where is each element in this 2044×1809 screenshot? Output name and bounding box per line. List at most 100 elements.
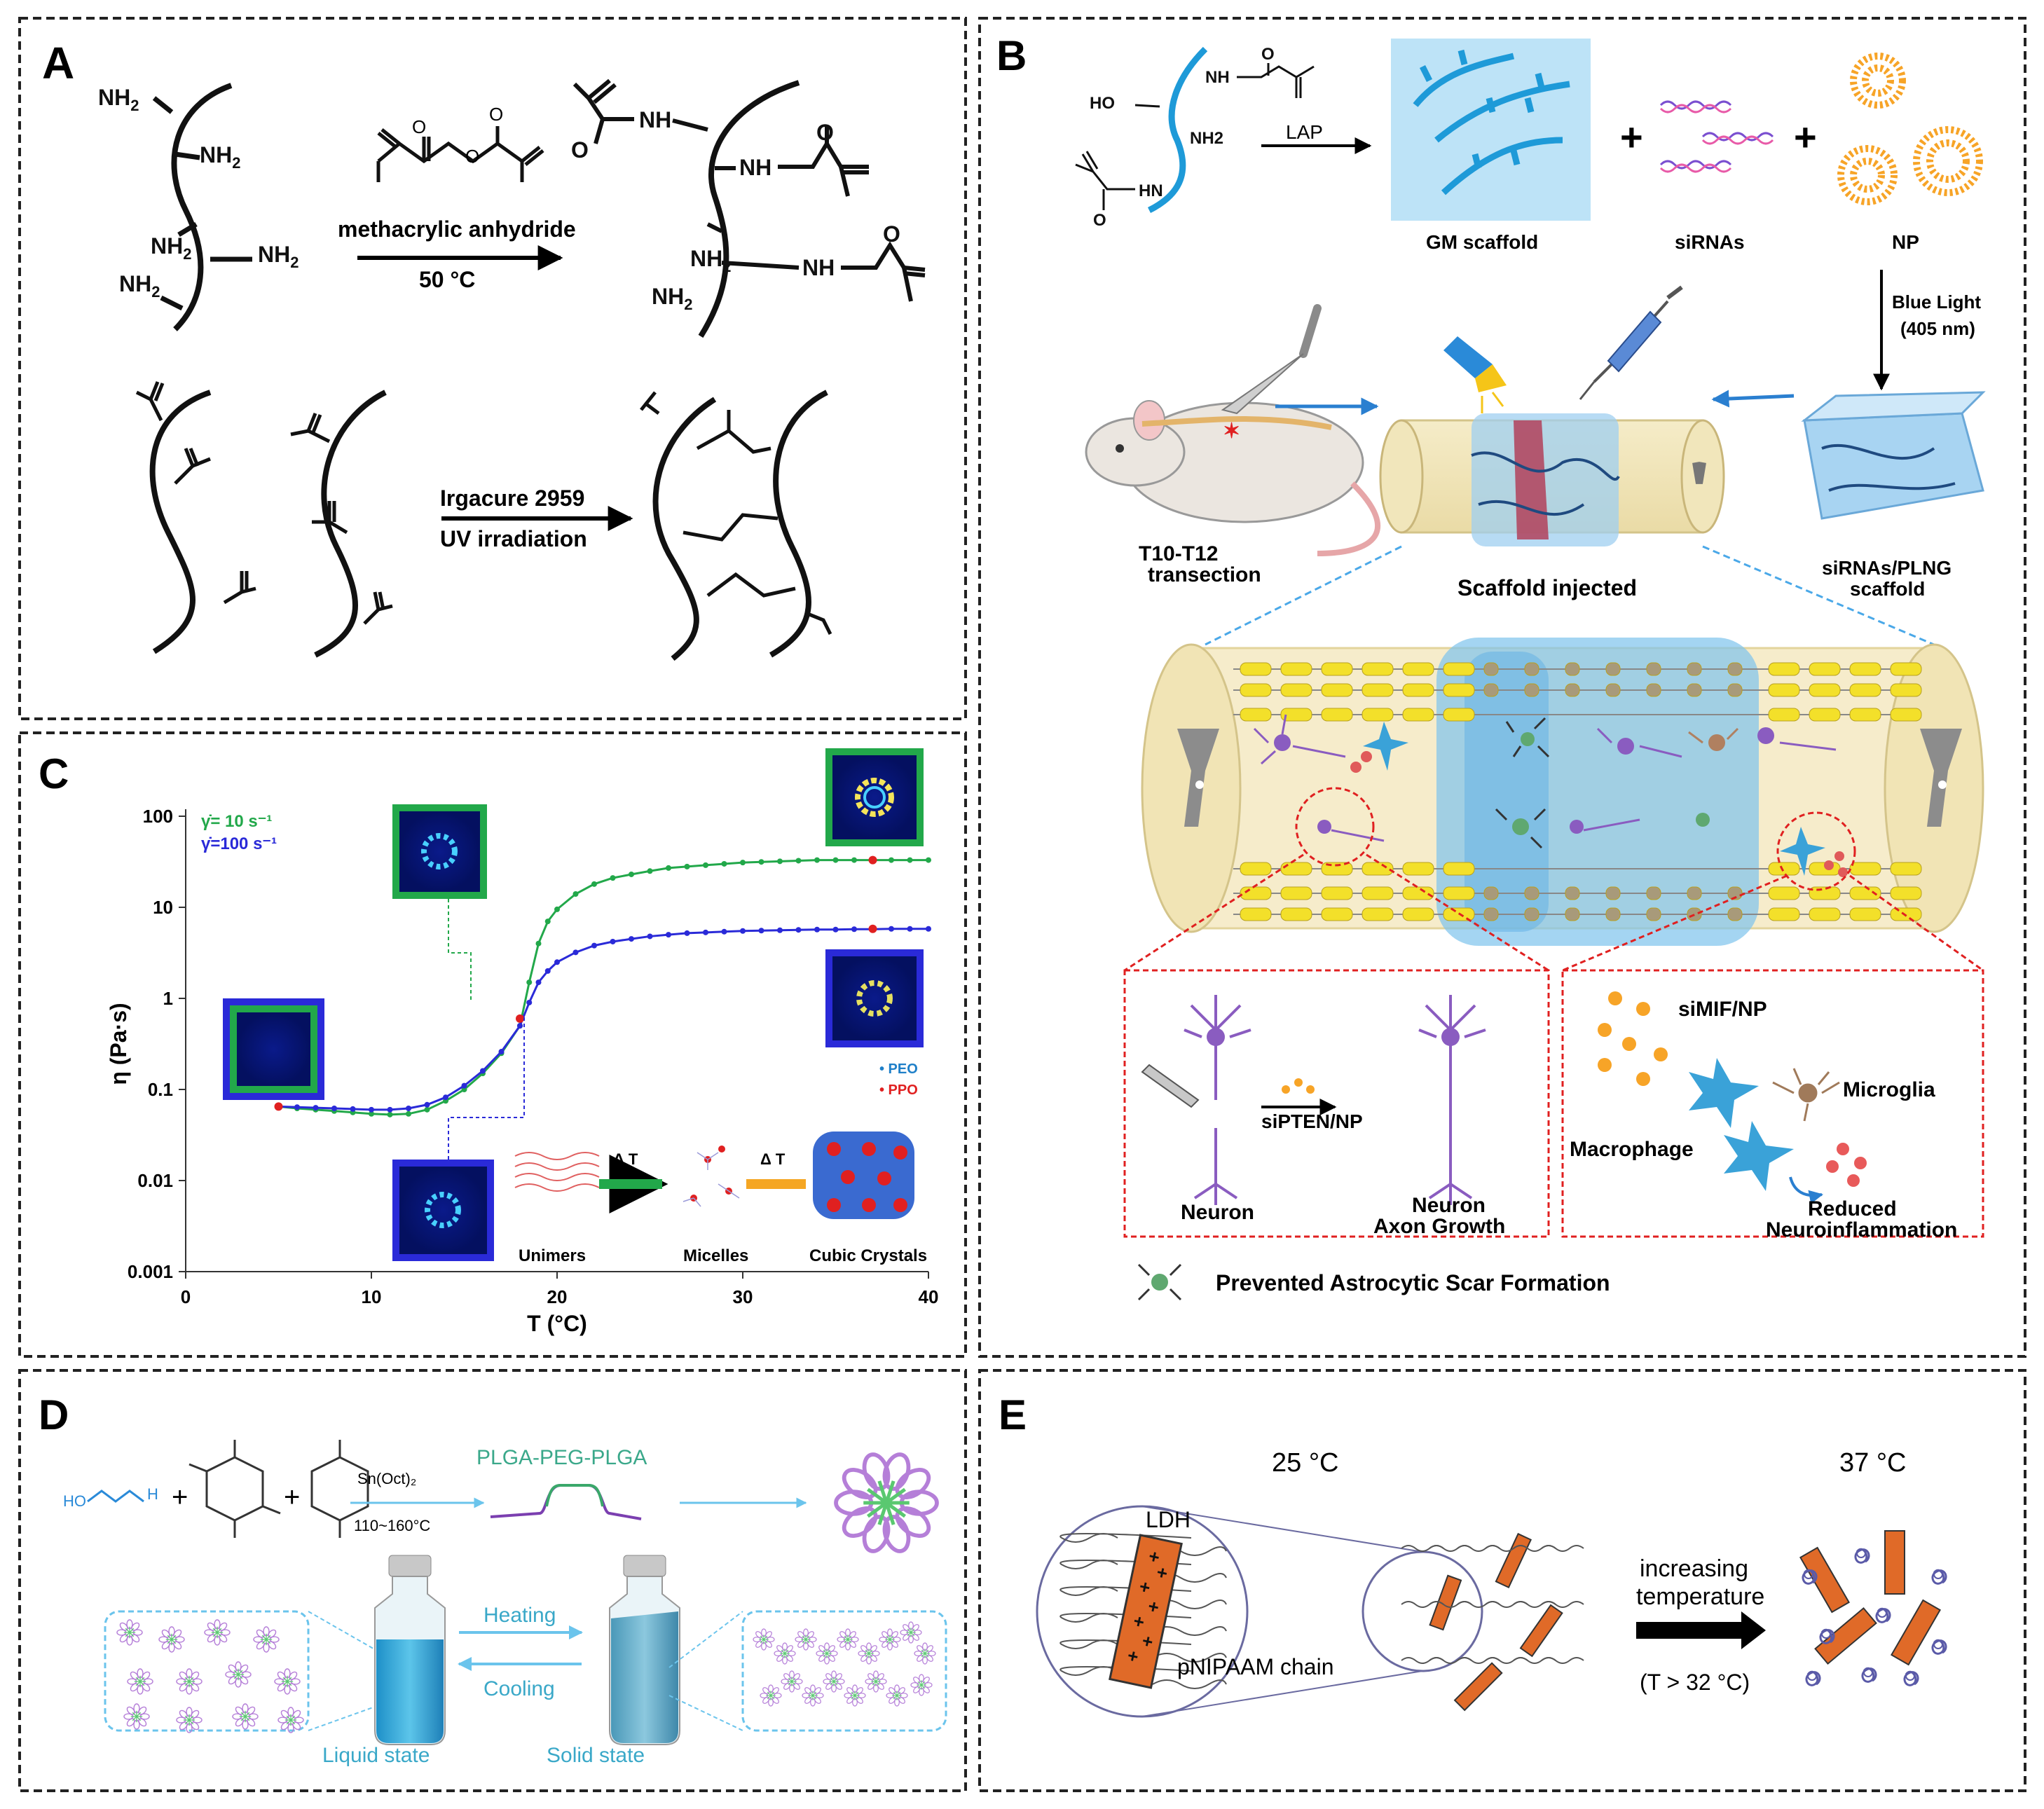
crosslinked-network: [652, 390, 828, 661]
vial-solid: [609, 1555, 680, 1745]
data-point: [591, 881, 597, 887]
data-point: [851, 926, 857, 933]
cytokine-dots: [1826, 1143, 1867, 1187]
diffraction-inset: [825, 949, 924, 1047]
data-point: [544, 919, 551, 925]
macrophage-label: Macrophage: [1570, 1138, 1694, 1161]
data-point: [777, 927, 783, 933]
data-point: [758, 859, 764, 865]
zoom-line-red: [1124, 853, 1304, 972]
data-point: [350, 1106, 356, 1112]
svg-text:+: +: [1137, 1576, 1152, 1599]
data-point: [740, 928, 746, 934]
neuron-label: Neuron: [1181, 1201, 1254, 1224]
nh-label: NH: [739, 155, 771, 180]
panel-b-frame: [978, 17, 2026, 1358]
data-point: [610, 875, 616, 881]
crosslink-reactant-chains: [149, 390, 387, 658]
data-point: [684, 863, 690, 869]
free-chains: [1401, 1545, 1584, 1664]
zoom-line: [1141, 1506, 1423, 1553]
data-point: [684, 930, 690, 936]
svg-text:+: +: [1147, 1546, 1162, 1569]
polymer-chain-methacrylated: [698, 80, 800, 338]
glycolide-structure: [310, 1440, 369, 1538]
data-point: [703, 929, 708, 935]
panel-e-label: E: [999, 1391, 1027, 1438]
data-point: [889, 926, 894, 932]
methacrylate-side-groups: [135, 381, 393, 625]
delta-t-label: Δ T: [613, 1150, 638, 1168]
nh-label: NH: [639, 107, 671, 132]
micelle-network: [753, 1621, 936, 1707]
data-point: [629, 936, 634, 942]
ldh-platelets-37: [1799, 1530, 1941, 1666]
liquid-state-box: [104, 1610, 310, 1732]
flashlight-icon: [1443, 336, 1507, 413]
hydroxyl-label: HO: [1090, 94, 1115, 113]
panel-a-label: A: [42, 38, 74, 88]
x-tick-label: 0: [181, 1286, 191, 1307]
microglia-label: Microglia: [1843, 1078, 1935, 1101]
y-axis-label: η (Pa·s): [106, 1003, 131, 1085]
rat-illustration: ✶: [1085, 400, 1381, 556]
data-point: [591, 942, 597, 949]
data-point: [926, 926, 931, 932]
diffraction-inset: [825, 748, 924, 846]
amine-label: NH2: [151, 233, 191, 263]
diffraction-inset: [392, 804, 487, 899]
irradiation-label: UV irradiation: [440, 526, 587, 551]
data-point: [424, 1101, 430, 1108]
oxygen-label: O: [1093, 211, 1106, 230]
np-label: NP: [1892, 231, 1919, 253]
temperature-label: 50 °C: [419, 267, 475, 292]
x-tick-label: 20: [547, 1286, 568, 1307]
gm-scaffold-chains: [1413, 49, 1570, 195]
data-point: [544, 968, 551, 974]
panel-c-frame: [18, 731, 967, 1358]
plng-label-2: scaffold: [1850, 578, 1925, 600]
x-tick-label: 10: [362, 1286, 382, 1307]
transection-label-1: T10-T12: [1139, 542, 1218, 565]
collapsed-chains: [1802, 1548, 1947, 1686]
pnipaam-chains: [1059, 1533, 1227, 1689]
ldh-platelets-25: [1429, 1532, 1563, 1712]
oxygen-label: O: [1261, 45, 1275, 64]
oxygen-label: O: [489, 104, 503, 125]
data-point: [387, 1106, 393, 1113]
nanoparticle-icons: [1837, 53, 1983, 205]
increasing-label: increasing: [1640, 1555, 1748, 1582]
data-point: [907, 926, 913, 932]
delta-t-label: Δ T: [760, 1150, 786, 1168]
unimers-label: Unimers: [519, 1246, 586, 1265]
data-point: [572, 891, 579, 897]
data-point: [814, 926, 820, 933]
scaffold-injected-label: Scaffold injected: [1457, 575, 1637, 600]
diffraction-inset: [223, 998, 324, 1100]
highlighted-point: [868, 924, 877, 933]
neuron-soma: [1441, 1028, 1460, 1046]
y-tick-label: 0.001: [128, 1261, 173, 1282]
legend-entry: γ̇= 10 s⁻¹: [201, 812, 272, 831]
x-tick-label: 40: [919, 1286, 939, 1307]
amine-label: NH2: [98, 85, 139, 114]
svg-text:+: +: [1132, 1610, 1146, 1633]
data-point: [424, 1106, 430, 1113]
scalpel-icon: [1221, 304, 1322, 415]
data-point: [832, 857, 839, 863]
panel-d-label: D: [39, 1391, 69, 1438]
heating-arrow: [1636, 1611, 1766, 1649]
data-point: [703, 862, 708, 868]
svg-text:+: +: [1155, 1561, 1170, 1584]
zoom-circle-neuron: [1295, 787, 1375, 867]
panel-d-frame: [18, 1369, 967, 1792]
data-point: [572, 949, 579, 956]
data-point: [517, 1023, 523, 1029]
neuron-label-2: Neuron: [1412, 1194, 1486, 1217]
cooling-label: Cooling: [483, 1677, 555, 1700]
macrophage-icon: [1724, 1121, 1794, 1191]
data-point: [535, 979, 542, 986]
panel-a-frame: [18, 17, 967, 720]
oxygen-label: O: [571, 137, 589, 163]
ldh-label: LDH: [1146, 1507, 1191, 1532]
